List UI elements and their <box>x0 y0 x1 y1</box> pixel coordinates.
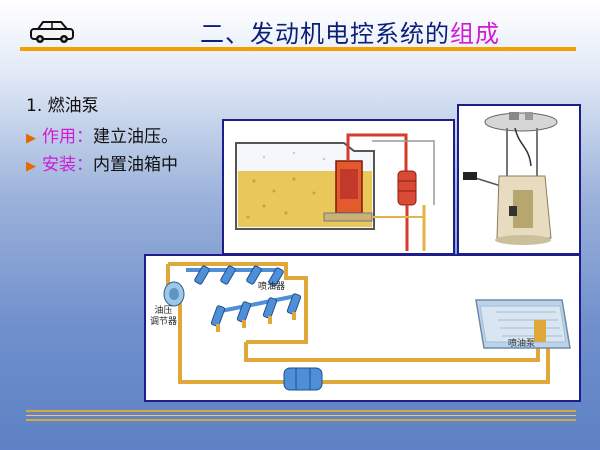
title-divider <box>20 47 576 51</box>
pump-label: 喷油泵 <box>508 339 536 349</box>
section-heading: 1. 燃油泵 <box>26 96 99 116</box>
page-title: 二、发动机电控系统的组成 <box>200 20 500 48</box>
car-icon <box>30 21 74 43</box>
fuel-pump-module-image <box>457 104 581 255</box>
bullet-installation: ▶安装：内置油箱中 <box>26 155 178 175</box>
arrow-right-icon: ▶ <box>26 159 36 174</box>
injector-label: 喷油器 <box>258 282 286 292</box>
title-highlight: 组成 <box>450 20 500 48</box>
arrow-right-icon: ▶ <box>26 131 36 146</box>
bullet-function: ▶作用：建立油压。 <box>26 127 178 147</box>
footer-divider <box>26 415 576 416</box>
footer-divider <box>26 410 576 412</box>
fuel-tank-diagram <box>222 119 455 255</box>
pressure-regulator-label: 油压 调节器 <box>150 306 178 327</box>
footer-divider <box>26 419 576 421</box>
fuel-system-diagram: 喷油器 油压 调节器 喷油泵 <box>144 254 581 402</box>
